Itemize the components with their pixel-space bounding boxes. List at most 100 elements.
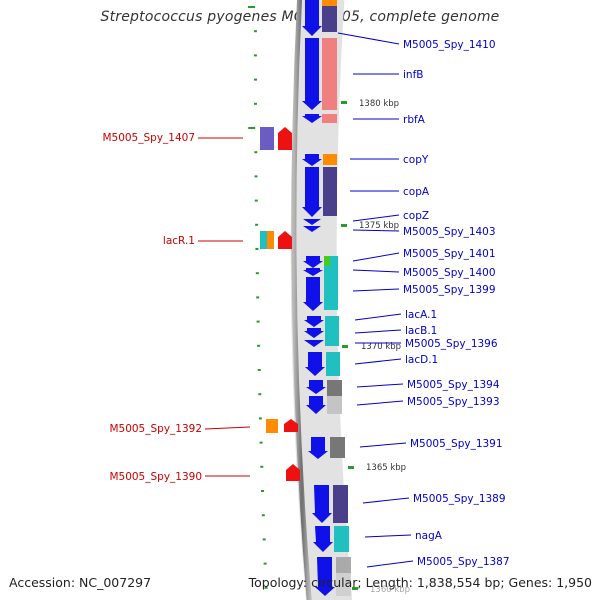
cds-arrow: [286, 464, 300, 481]
gene-label: lacD.1: [405, 354, 438, 366]
cds-arrow: [304, 328, 324, 338]
tick-marks: [248, 6, 268, 589]
cog-box: [330, 256, 338, 266]
cog-box: [260, 231, 267, 249]
gene-label: M5005_Spy_1390: [109, 471, 202, 483]
scale-marks: [341, 101, 358, 590]
ruler-tick: [254, 78, 257, 81]
topology-text: Topology: circular; Length: 1,838,554 bp…: [248, 575, 592, 590]
ruler-tick: [256, 296, 260, 299]
gene-label: lacB.1: [405, 325, 437, 337]
cog-box: [327, 380, 342, 396]
cog-box: [330, 437, 345, 458]
cds-arrow: [278, 127, 292, 150]
gene-label: M5005_Spy_1391: [410, 438, 503, 450]
ruler-tick: [248, 6, 255, 8]
backbone-line: [291, 0, 312, 600]
cog-box: [336, 557, 351, 573]
cog-box: [326, 352, 340, 376]
cds-arrow: [302, 114, 322, 123]
gene-label: copA: [403, 186, 430, 198]
cds-arrow: [303, 256, 323, 268]
cds-arrow: [306, 396, 326, 414]
ruler-tick: [264, 586, 268, 589]
cog-box: [267, 231, 274, 249]
reverse-labels: M5005_Spy_1407 lacR.1 M5005_Spy_1392 M50…: [102, 132, 251, 483]
gene-label: rbfA: [403, 114, 426, 126]
ruler-tick: [258, 393, 262, 396]
cog-box: [260, 127, 274, 150]
gene-label: M5005_Spy_1392: [109, 423, 202, 435]
gene-label: M5005_Spy_1399: [403, 284, 496, 296]
cog-box: [322, 6, 337, 32]
scale-label: 1360 kbp: [370, 585, 410, 595]
gene-label: M5005_Spy_1401: [403, 248, 496, 260]
gene-label: M5005_Spy_1389: [413, 493, 506, 505]
gene-label: M5005_Spy_1393: [407, 396, 500, 408]
cds-arrow: [303, 277, 323, 311]
cds-arrows: [302, 0, 335, 596]
ruler-tick: [255, 248, 259, 250]
reverse-features: [260, 127, 300, 481]
ruler-tick: [255, 223, 259, 226]
cds-arrow: [303, 219, 321, 225]
gene-label: nagA: [415, 530, 443, 542]
gene-label: M5005_Spy_1410: [403, 39, 496, 51]
ruler-tick: [261, 490, 264, 492]
ruler-tick: [254, 175, 258, 178]
scale-label: 1370 kbp: [361, 342, 401, 352]
cds-arrow: [302, 0, 322, 36]
ruler-tick: [248, 127, 256, 129]
cds-arrow: [315, 557, 335, 596]
cds-arrow: [313, 526, 333, 552]
cog-box: [322, 38, 337, 110]
ruler-tick: [259, 441, 263, 444]
cog-box: [334, 526, 349, 552]
cog-box: [333, 485, 348, 523]
cog-box: [323, 167, 337, 216]
ruler-tick: [254, 151, 258, 154]
gene-label: lacR.1: [163, 235, 195, 247]
ruler-tick: [254, 199, 258, 202]
forward-labels: M5005_Spy_1410 infB rbfA copY copA copZ …: [337, 32, 510, 568]
cog-box: [266, 419, 278, 433]
gene-label: M5005_Spy_1396: [405, 338, 498, 350]
cds-arrow: [306, 380, 326, 394]
gene-label: M5005_Spy_1400: [403, 267, 496, 279]
ruler-tick: [261, 514, 265, 517]
ruler-tick: [258, 417, 262, 420]
gene-label: M5005_Spy_1387: [417, 556, 510, 568]
cog-box: [336, 573, 351, 596]
scale-label: 1375 kbp: [359, 221, 399, 231]
gene-label: M5005_Spy_1407: [102, 132, 195, 144]
cds-arrow: [284, 419, 298, 432]
cds-arrow: [308, 437, 328, 459]
ruler-tick: [255, 272, 259, 275]
cog-box: [322, 0, 337, 6]
cds-arrow: [303, 268, 323, 276]
cds-arrow: [302, 38, 322, 110]
gene-label: M5005_Spy_1403: [403, 226, 496, 238]
cds-arrow: [304, 340, 324, 347]
ruler-tick: [257, 369, 261, 371]
ruler-tick: [263, 562, 267, 565]
cog-boxes: [322, 0, 351, 596]
cog-box: [323, 154, 337, 165]
gene-label: copY: [403, 154, 429, 166]
cds-arrow: [304, 316, 324, 327]
ruler-tick: [253, 54, 257, 57]
gene-label: copZ: [403, 210, 429, 222]
cds-arrow: [305, 352, 325, 376]
cds-arrow: [278, 231, 292, 249]
ruler-tick: [262, 538, 266, 541]
cog-box: [324, 266, 338, 310]
scale-label: 1380 kbp: [359, 99, 399, 109]
ruler-tick: [254, 102, 257, 105]
cog-box: [327, 396, 342, 414]
ruler-tick: [260, 465, 264, 468]
cds-arrow: [302, 167, 322, 217]
scale-labels: 1380 kbp 1375 kbp 1370 kbp 1365 kbp 1360…: [359, 99, 410, 595]
ruler-tick: [257, 344, 261, 347]
cds-arrow: [302, 154, 322, 166]
